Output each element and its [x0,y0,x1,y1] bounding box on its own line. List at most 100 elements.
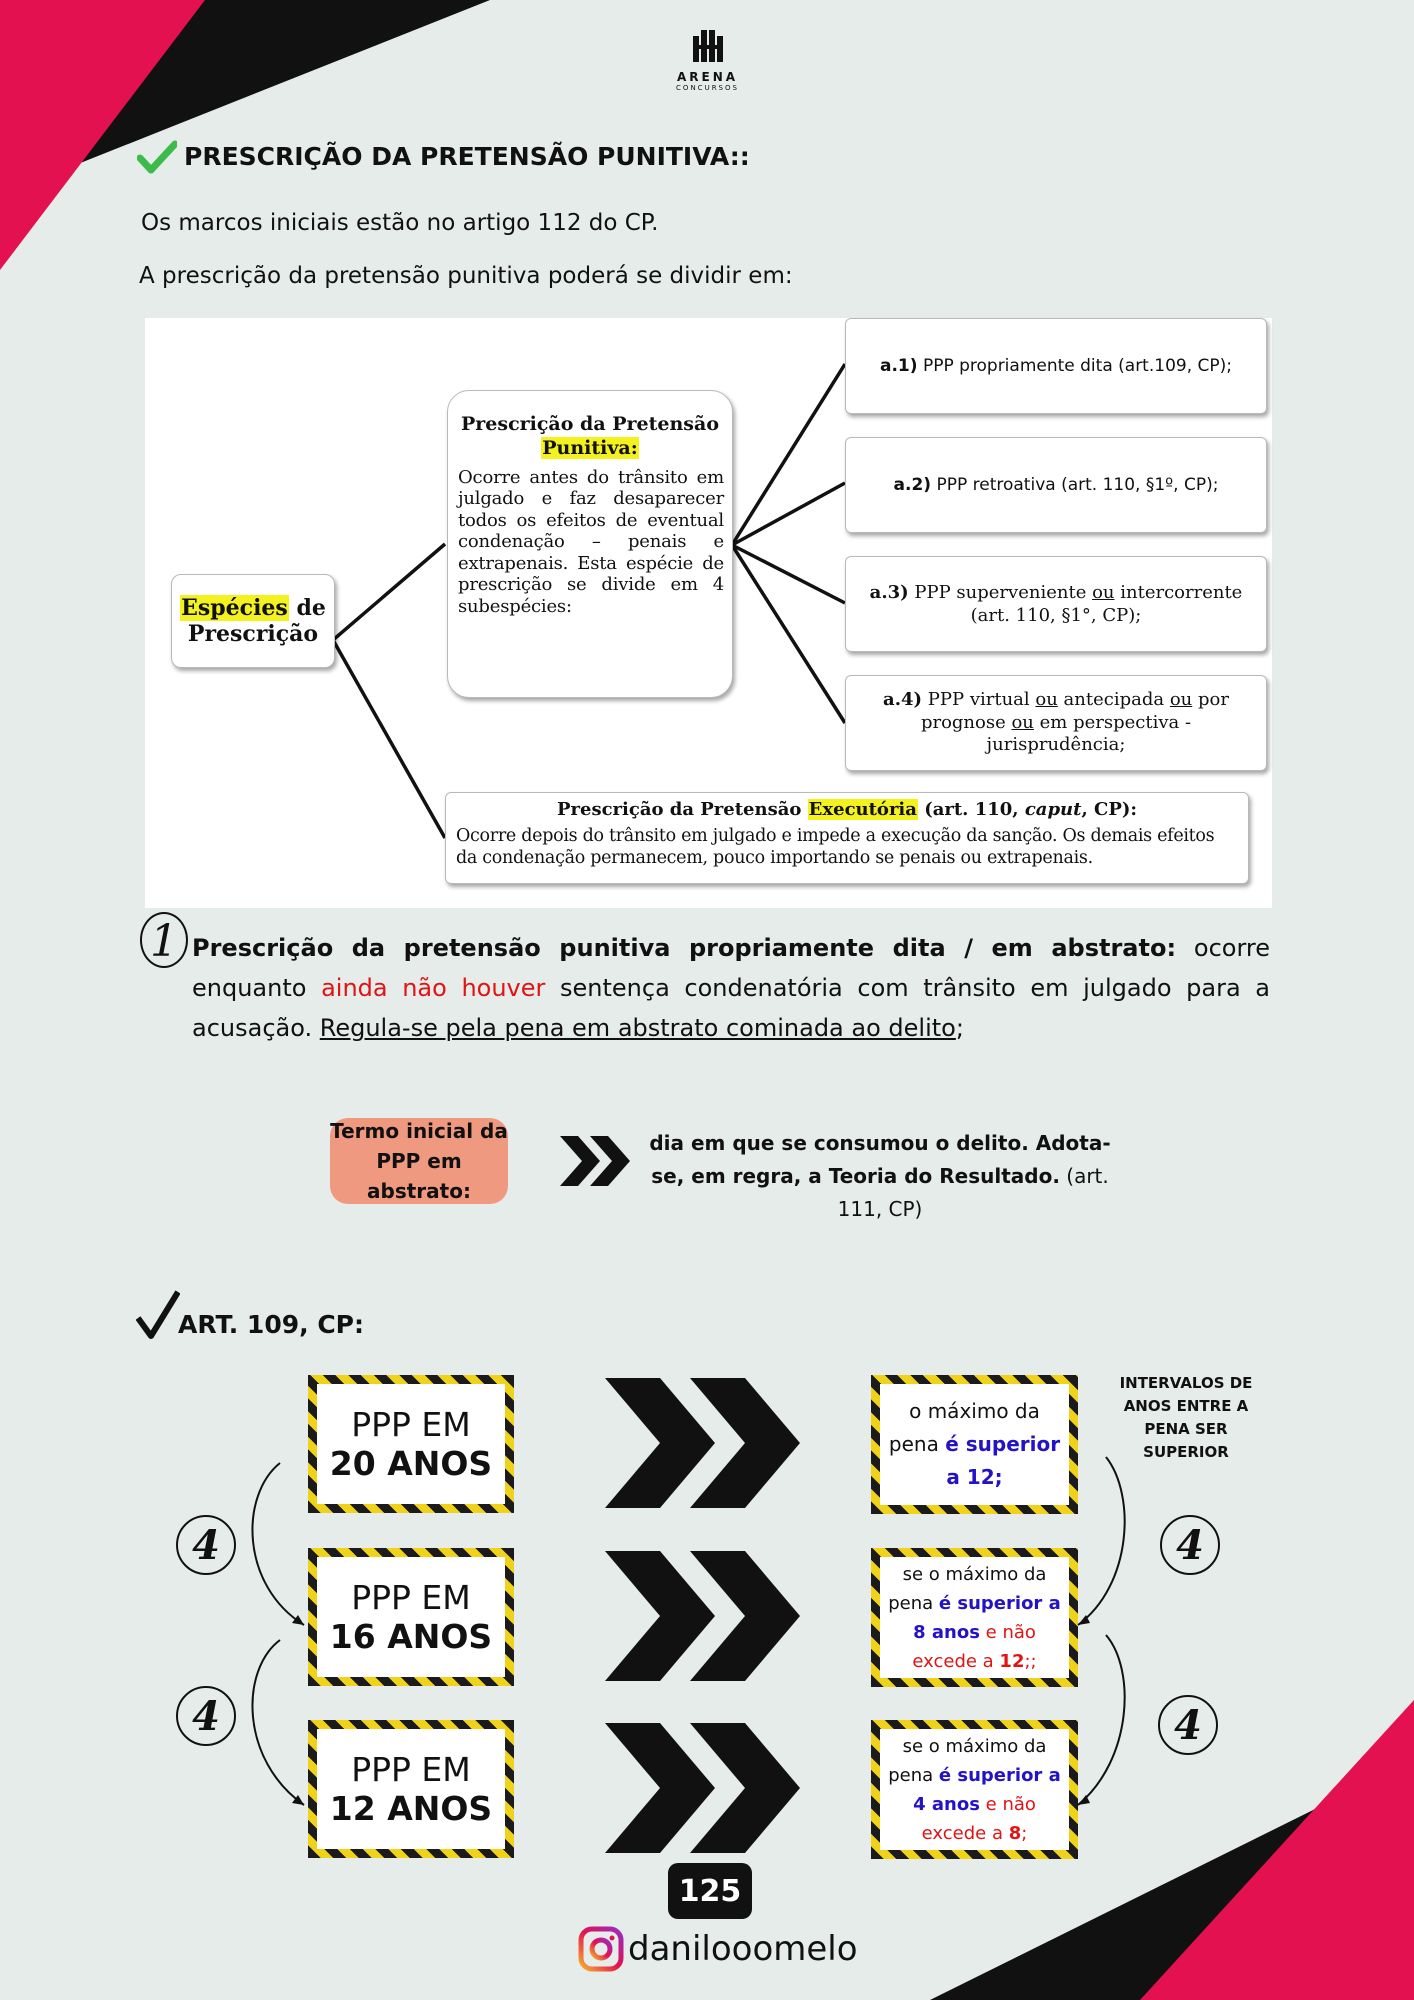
executoria-t3: , CP): [1081,799,1138,820]
rule-12-box: se o máximo da pena é superior a 4 anos … [871,1720,1078,1859]
item-number-badge: 1 [140,912,188,968]
ppp-12-years: 12 ANOS [329,1789,493,1828]
instagram-handle[interactable]: danilooomelo [578,1926,858,1972]
interval-badge-right-1: 4 [1160,1515,1220,1575]
item1-bold: Prescrição da pretensão punitiva propria… [192,934,1177,962]
rule-12-c7: 8 [1008,1822,1022,1844]
rule-12-c2: pena [888,1764,939,1786]
sub-a1-box: a.1) PPP propriamente dita (art.109, CP)… [845,318,1267,414]
executoria-highlight: Executória [807,799,918,820]
instagram-icon [578,1926,624,1972]
checkmark-icon [137,140,177,174]
rule-16-c6: excede a [912,1650,1000,1672]
intro-line-1: Os marcos iniciais estão no artigo 112 d… [141,210,659,236]
species-highlight: Espécies [180,594,289,621]
arena-logo-icon [692,30,723,62]
item1-paragraph: Prescrição da pretensão punitiva propria… [192,928,1270,1048]
sub-a4-ou-1: ou [1035,689,1058,711]
termo-bold: dia em que se consumou o delito. Adota-s… [649,1131,1111,1188]
double-chevron-icon [560,1136,630,1186]
chevron-arrow-1-icon [605,1378,800,1508]
rule-12-line1: se o máximo da [902,1735,1047,1757]
rule-16-c4: 8 anos [913,1621,980,1643]
sub-a2-code: a.2) [893,475,932,495]
interval-note: INTERVALOS DE ANOS ENTRE A PENA SER SUPE… [1119,1374,1253,1461]
chevron-arrow-2-icon [605,1551,800,1681]
logo-tagline: CONCURSOS [676,84,739,92]
ppp-20-years: 20 ANOS [329,1444,493,1483]
diagram-connectors [331,363,847,839]
rule-12-c6: excede a [921,1822,1009,1844]
ppp-12-top: PPP EM [351,1750,471,1789]
interval-badge-right-2: 4 [1158,1695,1218,1755]
chevron-arrow-3-icon [605,1723,800,1853]
sub-a4-t3: por [1192,689,1229,711]
sub-a3-line2: (art. 110, §1°, CP); [970,605,1142,626]
ppp-title-line1: Prescrição da Pretensão [460,413,719,435]
sub-a2-text: PPP retroativa (art. 110, §1º, CP); [936,475,1219,495]
sub-a3-code: a.3) [869,581,909,603]
rule-16-c5: e não [979,1621,1036,1643]
rule-12-c3: é superior a [938,1764,1061,1786]
rule-20-c4: a 12; [946,1465,1003,1489]
sub-a3-box: a.3) PPP superveniente ou intercorrente … [845,556,1267,652]
ppp-20-top: PPP EM [351,1405,471,1444]
rule-16-box: se o máximo da pena é superior a 8 anos … [871,1548,1078,1687]
species-root-box: Espécies de Prescrição [171,574,335,668]
ppp-title-highlight: Punitiva: [541,436,639,459]
rule-20-c3: é superior [945,1432,1061,1456]
executoria-box: Prescrição da Pretensão Executória (art.… [445,792,1249,884]
sub-a4-l2b: em perspectiva - [1033,711,1192,733]
sub-a4-line3: jurisprudência; [986,734,1126,756]
arena-logo: ARENA CONCURSOS [655,28,760,92]
item1-underline: Regula-se pela pena em abstrato cominada… [319,1014,956,1042]
executoria-body: Ocorre depois do trânsito em julgado e i… [456,826,1215,868]
item1-t2: sentença condenatória com trânsito em ju… [192,974,1271,1042]
section-heading: PRESCRIÇÃO DA PRETENSÃO PUNITIVA:: [184,142,750,171]
sub-a4-l2a: prognose [920,711,1012,733]
termo-inicial-text: dia em que se consumou o delito. Adota-s… [640,1127,1120,1226]
sub-a3-ou: ou [1092,581,1115,603]
sub-a3-t2: intercorrente [1114,581,1243,603]
sub-a1-text: PPP propriamente dita (art.109, CP); [922,356,1232,376]
checkmark-black-icon [136,1290,180,1339]
termo-tail: (art. 111, CP) [837,1164,1109,1221]
sub-a2-box: a.2) PPP retroativa (art. 110, §1º, CP); [845,437,1267,533]
sub-a4-box: a.4) PPP virtual ou antecipada ou por pr… [845,675,1267,771]
interval-badge-left-1: 4 [176,1515,236,1575]
rule-20-c2: pena [888,1432,946,1456]
instagram-handle-text: danilooomelo [628,1929,858,1969]
ppp-title: Prescrição da Pretensão Punitiva: [448,413,732,461]
rule-20-box: o máximo da pena é superior a 12; [871,1375,1078,1514]
rule-16-line1: se o máximo da [902,1563,1047,1585]
intro-line-2: A prescrição da pretensão punitiva poder… [139,263,793,289]
right-curved-arrows [1077,1456,1126,1806]
rule-12-c4: 4 anos [913,1793,980,1815]
left-curved-arrows [251,1462,305,1806]
sub-a1-code: a.1) [880,356,918,376]
item1-red: ainda não houver [321,974,546,1002]
rule-16-c3: é superior a [938,1592,1061,1614]
rule-12-c5: e não [979,1793,1036,1815]
rule-20-line1: o máximo da [909,1399,1040,1423]
rule-12-c8: ; [1021,1822,1028,1844]
item1-t1: ocorre enquanto [192,934,1270,1002]
bottom-right-corner-decoration [930,1700,1414,2000]
top-left-corner-decoration [0,0,490,270]
art109-heading: ART. 109, CP: [178,1310,364,1339]
rule-16-c2: pena [888,1592,939,1614]
ppp-body: Ocorre antes do trânsito em julgado e fa… [458,466,724,618]
rule-16-c8: ;; [1024,1650,1037,1672]
item1-t3: ; [955,1014,964,1042]
sub-a4-t1: PPP virtual [927,689,1036,711]
executoria-caput: caput [1024,799,1082,820]
sub-a4-code: a.4) [883,689,923,711]
sub-a4-ou-2: ou [1169,689,1193,711]
interval-badge-left-2: 4 [176,1686,236,1746]
logo-name: ARENA [676,70,739,84]
ppp-16-top: PPP EM [351,1578,471,1617]
ppp-box: Prescrição da Pretensão Punitiva: Ocorre… [447,390,733,698]
